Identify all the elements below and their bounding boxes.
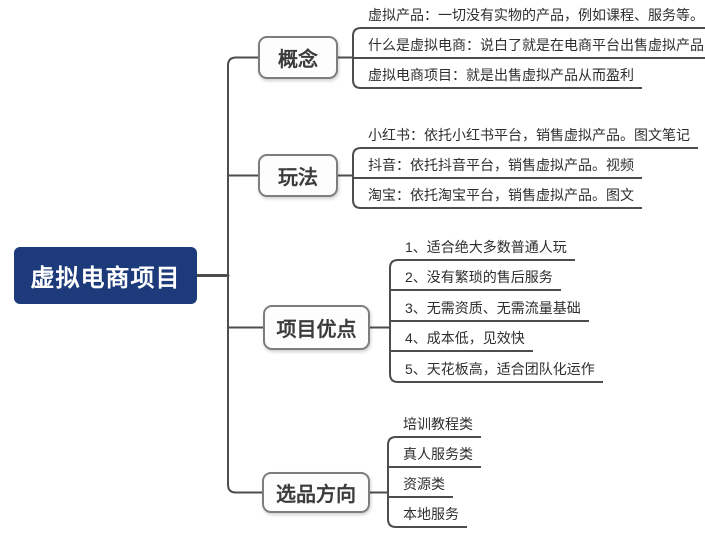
branch-node-product-selection[interactable]: 选品方向 [262, 472, 370, 513]
leaf-node[interactable]: 4、成本低，见效快 [390, 330, 533, 352]
leaf-node[interactable]: 虚拟产品：一切没有实物的产品，例如课程、服务等。 [360, 7, 705, 29]
leaf-node[interactable]: 2、没有繁琐的售后服务 [390, 269, 561, 291]
leaf-node[interactable]: 5、天花板高，适合团队化运作 [397, 361, 603, 383]
leaf-node[interactable]: 真人服务类 [388, 446, 481, 468]
leaf-node[interactable]: 本地服务 [395, 506, 467, 528]
leaf-node[interactable]: 虚拟电商项目：就是出售虚拟产品从而盈利 [360, 67, 642, 89]
leaf-node[interactable]: 淘宝：依托淘宝平台，销售虚拟产品。图文 [360, 187, 642, 209]
leaf-node[interactable]: 抖音：依托抖音平台，销售虚拟产品。视频 [353, 157, 642, 179]
leaf-spine-product-selection [387, 436, 397, 528]
trunk-line [227, 56, 263, 494]
branch-node-concept[interactable]: 概念 [258, 36, 338, 79]
leaf-node[interactable]: 1、适合绝大多数普通人玩 [397, 239, 575, 261]
leaf-node[interactable]: 培训教程类 [395, 416, 481, 438]
leaf-node[interactable]: 小红书：依托小红书平台，销售虚拟产品。图文笔记 [360, 127, 698, 149]
leaf-node[interactable]: 什么是虚拟电商：说白了就是在电商平台出售虚拟产品 [353, 37, 705, 59]
leaf-node[interactable]: 资源类 [388, 476, 453, 498]
branch-node-playstyle[interactable]: 玩法 [258, 154, 338, 197]
root-node[interactable]: 虚拟电商项目 [14, 247, 197, 304]
leaf-node[interactable]: 3、无需资质、无需流量基础 [390, 300, 589, 322]
branch-node-advantages[interactable]: 项目优点 [263, 305, 370, 350]
